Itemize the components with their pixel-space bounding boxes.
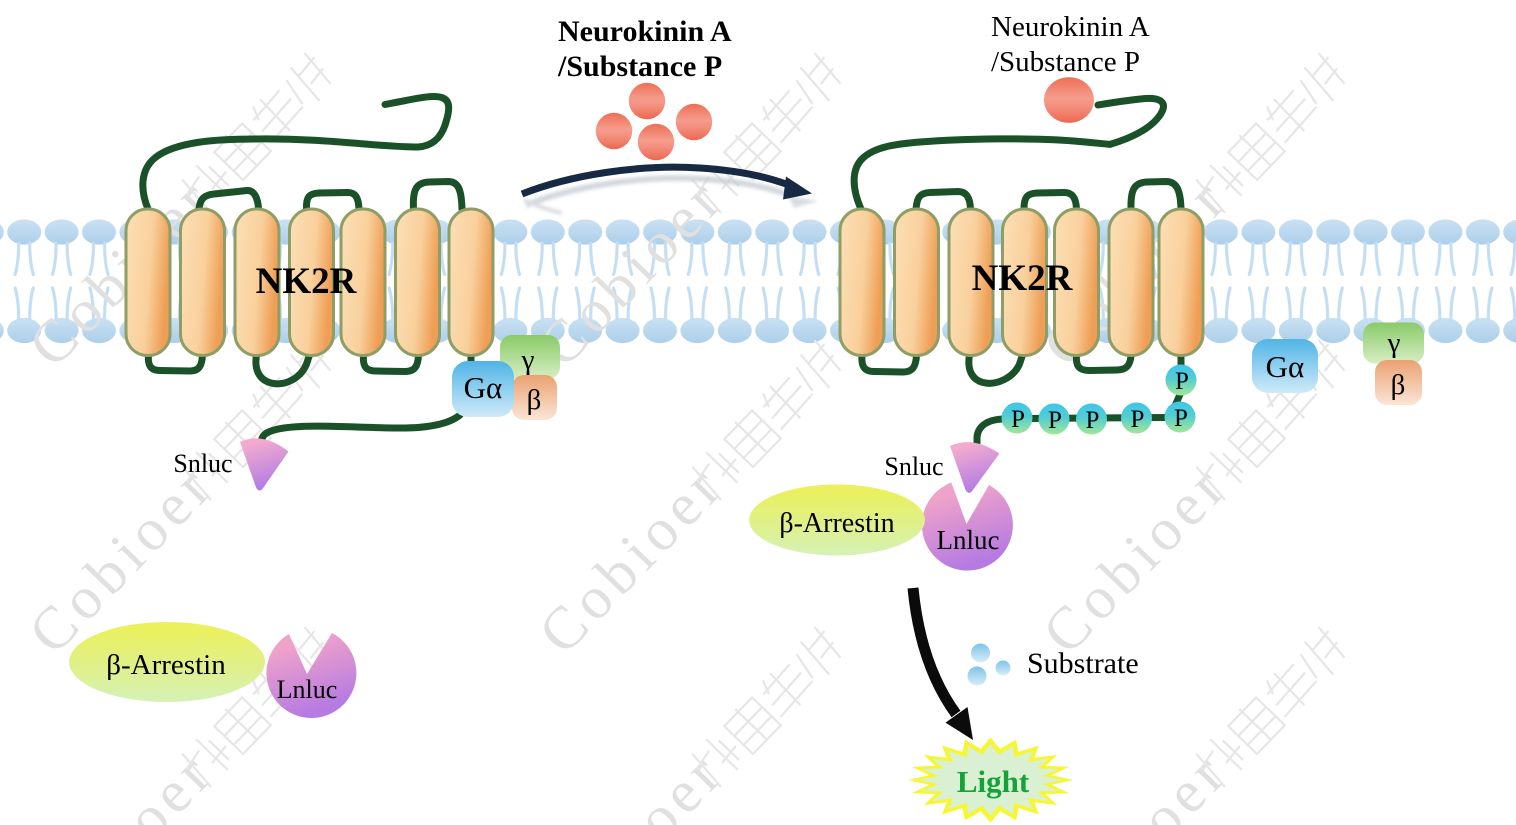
svg-text:P: P <box>1086 407 1100 434</box>
svg-text:Lnluc: Lnluc <box>277 675 338 704</box>
svg-text:Lnluc: Lnluc <box>937 525 1000 555</box>
svg-text:P: P <box>1174 405 1188 432</box>
svg-text:Substrate: Substrate <box>1027 647 1139 680</box>
svg-text:β: β <box>1391 369 1406 401</box>
svg-text:NK2R: NK2R <box>972 258 1074 299</box>
svg-text:β: β <box>527 384 542 416</box>
svg-text:NK2R: NK2R <box>256 261 358 302</box>
svg-text:P: P <box>1048 407 1062 434</box>
svg-text:β-Arrestin: β-Arrestin <box>106 649 226 681</box>
svg-text:Light: Light <box>957 764 1030 799</box>
svg-text:P: P <box>1175 368 1189 395</box>
svg-text:Neurokinin A: Neurokinin A <box>558 15 732 48</box>
svg-text:P: P <box>1131 406 1145 433</box>
svg-text:Gα: Gα <box>1266 349 1305 384</box>
svg-text:β-Arrestin: β-Arrestin <box>779 508 894 539</box>
svg-text:γ: γ <box>1387 327 1401 359</box>
svg-text:γ: γ <box>521 344 535 376</box>
svg-text:/Substance P: /Substance P <box>557 50 722 83</box>
svg-text:Gα: Gα <box>464 370 503 405</box>
svg-text:/Substance P: /Substance P <box>991 46 1140 78</box>
svg-text:P: P <box>1011 406 1025 433</box>
svg-text:Snluc: Snluc <box>884 452 943 481</box>
svg-text:Neurokinin A: Neurokinin A <box>991 11 1150 43</box>
svg-text:Snluc: Snluc <box>173 449 232 478</box>
